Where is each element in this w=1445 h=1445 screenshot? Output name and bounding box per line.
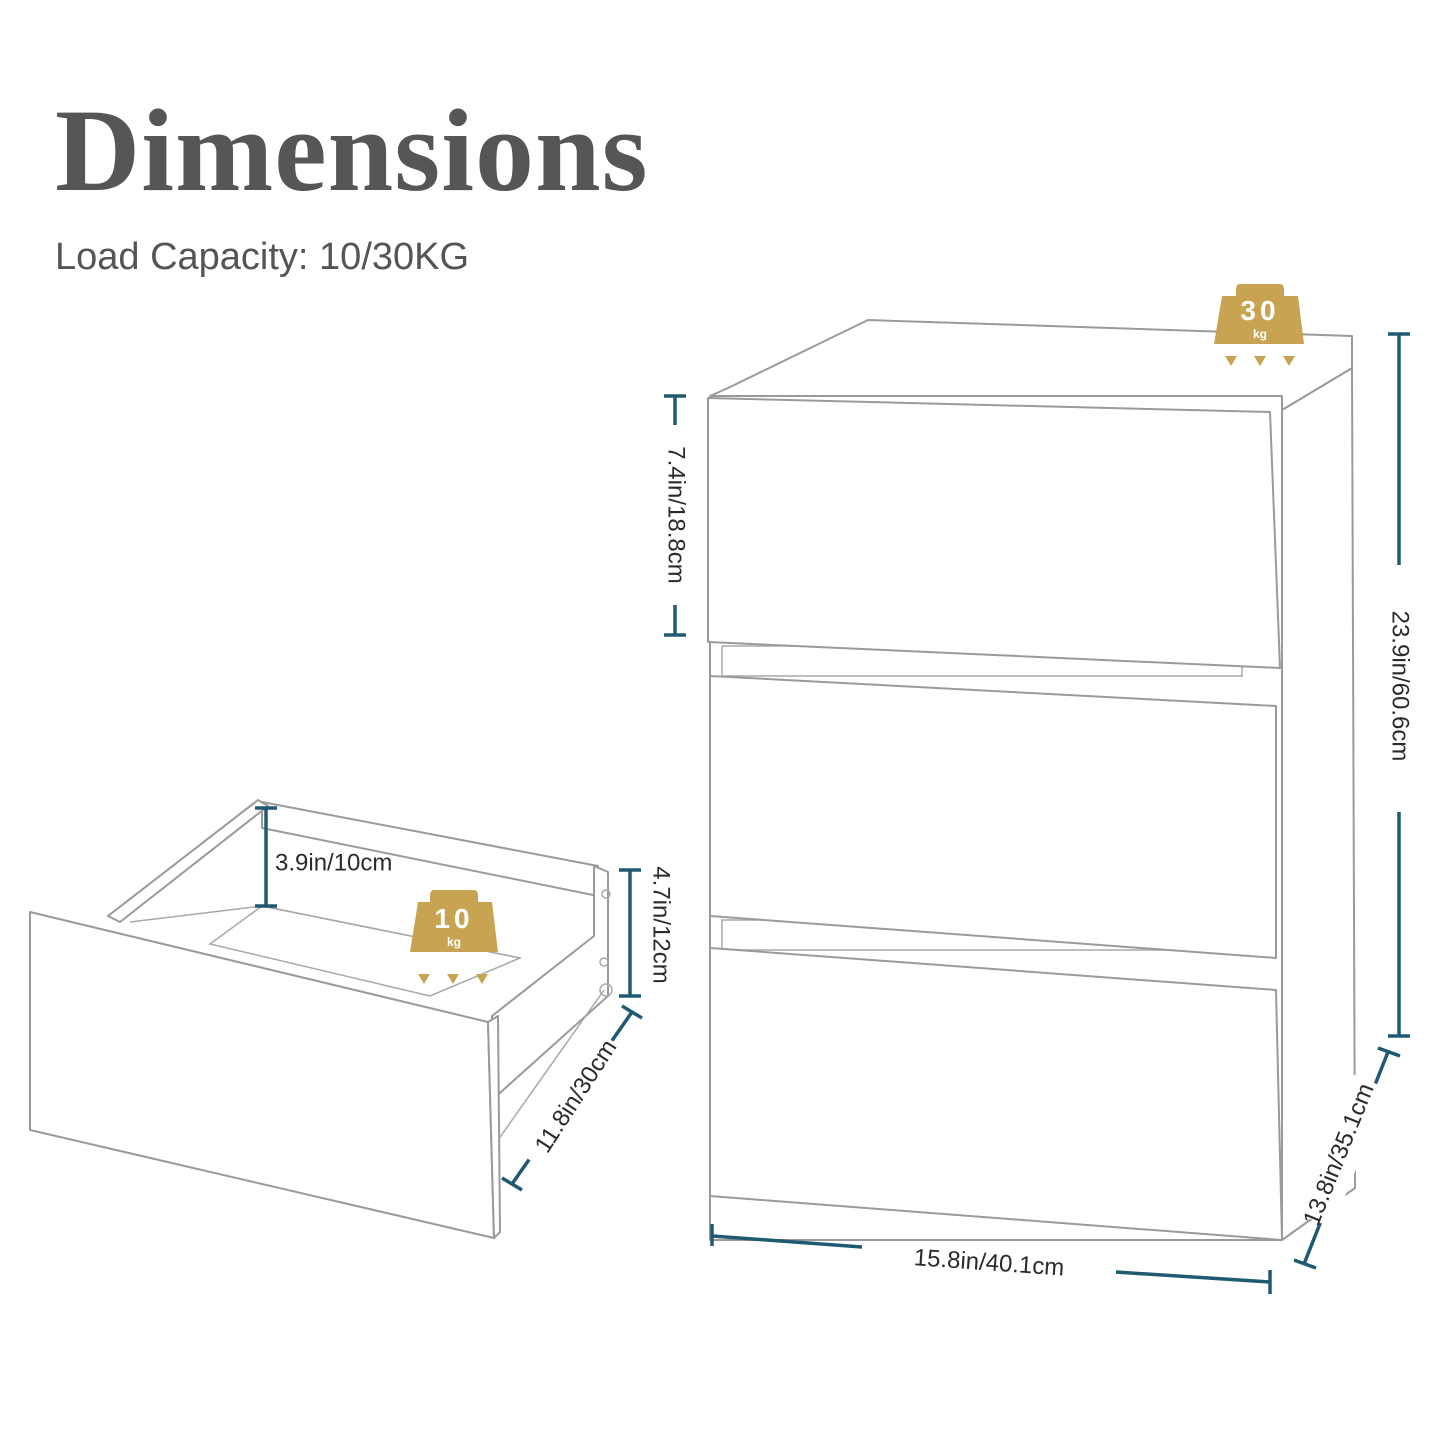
down-arrow-icon [447, 974, 459, 984]
dimension-total-height: 23.9in/60.6cm [1387, 332, 1414, 1038]
drawer-slide-screw [599, 957, 609, 967]
down-arrow-icon [1225, 356, 1237, 366]
down-arrow-icon [476, 974, 488, 984]
drawer-slide-rail [497, 989, 605, 1141]
drawer-front-bottom [709, 947, 1283, 1241]
dimension-label: 3.9in/10cm [275, 849, 392, 876]
load-capacity-text: Load Capacity: 10/30KG [55, 236, 470, 278]
drawer-front-panel [29, 911, 495, 1239]
weight-value: 10 [434, 903, 473, 934]
page-title: Dimensions [55, 85, 649, 216]
down-arrow-icon [418, 974, 430, 984]
weight-unit: kg [1253, 327, 1267, 341]
dimension-drawer-front-height: 4.7in/12cm [619, 866, 675, 998]
drawer-front-top [707, 397, 1281, 669]
down-arrow-icon [1283, 356, 1295, 366]
dimension-label: 15.8in/40.1cm [913, 1244, 1065, 1281]
drawer-illustration [29, 799, 613, 1239]
down-arrow-icon [1254, 356, 1266, 366]
drawer-front-edge [487, 1015, 501, 1239]
dimension-drawer-height: 7.4in/18.8cm [655, 394, 695, 637]
drawer-slide-screw [599, 983, 613, 997]
dimension-label: 4.7in/12cm [648, 866, 675, 983]
weight-value: 30 [1240, 295, 1279, 326]
drawer-left-side [107, 799, 269, 923]
dimension-label: 23.9in/60.6cm [1387, 611, 1414, 762]
drawer-inner-edge [129, 905, 263, 923]
weight-icon [1214, 284, 1304, 344]
drawer-slide-screw [601, 889, 611, 899]
dimension-inner-height: 3.9in/10cm [255, 806, 392, 908]
weight-icon [410, 890, 498, 952]
weight-unit: kg [447, 935, 461, 949]
cabinet-illustration [707, 319, 1356, 1241]
weight-badge-10kg: 10 kg [410, 890, 498, 984]
weight-badge-30kg: 30 kg [1214, 284, 1304, 366]
dimension-label: 7.4in/18.8cm [663, 446, 690, 583]
drawer-front-middle [709, 675, 1277, 959]
